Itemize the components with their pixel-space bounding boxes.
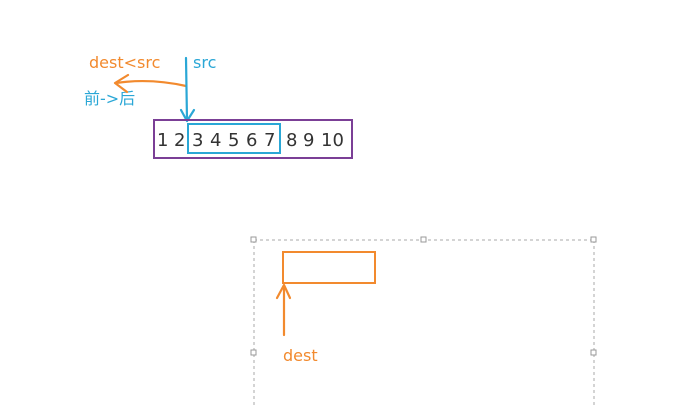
array-box [153,119,353,159]
src-range-box [187,123,281,154]
array-item: 9 [303,130,314,151]
handle-top-middle [420,236,427,243]
label-dest: dest [283,346,318,365]
array-item: 5 [228,130,239,151]
array-item: 8 [286,130,297,151]
array-item: 3 [192,130,203,151]
array-item: 10 [321,130,344,151]
handle-mid-left [250,349,257,356]
label-src: src [193,53,216,72]
orange-up-arrow [275,283,292,337]
handle-top-right [590,236,597,243]
label-front-to-back: 前->后 [84,89,135,108]
handle-top-left [250,236,257,243]
array-item: 1 [157,130,168,151]
dashed-selection-frame [250,236,597,405]
array-item: 4 [210,130,221,151]
handle-mid-right [590,349,597,356]
orange-left-arrow [113,73,188,94]
array-item: 7 [264,130,275,151]
label-dest-lt-src: dest<src [89,53,160,72]
array-item: 2 [174,130,185,151]
array-item: 6 [246,130,257,151]
dest-region-box [282,251,376,284]
